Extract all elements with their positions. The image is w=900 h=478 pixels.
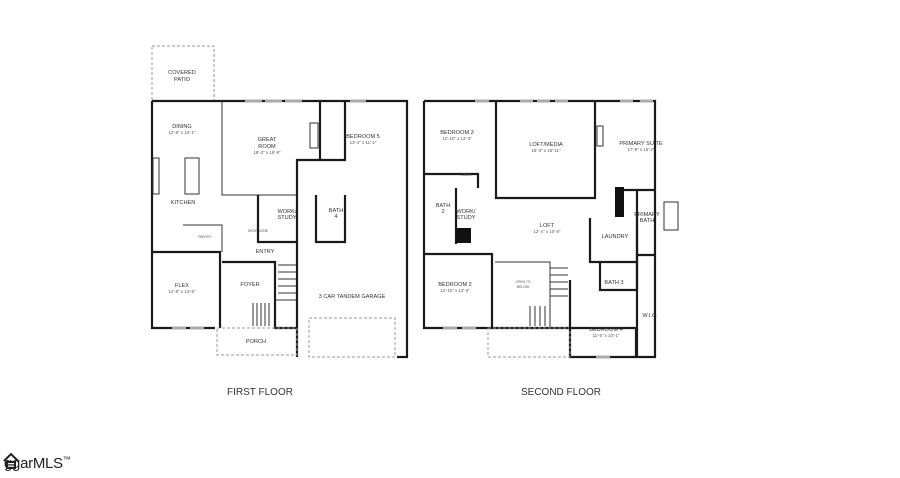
label-kitchen: KITCHEN xyxy=(171,200,196,206)
label-porch: PORCH xyxy=(246,339,266,345)
wall xyxy=(494,101,597,200)
wall xyxy=(222,260,297,330)
label-work-study-2: WORK/ xyxy=(457,209,476,215)
label-foyer: FOYER xyxy=(240,282,259,288)
wall xyxy=(152,99,409,160)
shower xyxy=(663,201,679,231)
laundry-wall xyxy=(588,218,639,264)
dims-bedroom-3: 12'-10" x 12'-3" xyxy=(442,136,472,141)
wall xyxy=(256,195,297,244)
wall xyxy=(221,101,297,196)
label-primary-bath: BATH xyxy=(640,218,655,224)
label-primary-suite: PRIMARY SUITE xyxy=(619,141,663,147)
pantry-wall xyxy=(183,224,223,252)
wall xyxy=(152,250,222,328)
kitchen-island xyxy=(184,157,200,195)
label-work-study-2: STUDY xyxy=(457,215,476,221)
label-entry: ENTRY xyxy=(256,249,275,255)
label-covered-patio: COVERED xyxy=(168,70,196,76)
label-linen: LINEN xyxy=(461,173,472,177)
dims-bedroom-5: 13'-4" x 11'-1" xyxy=(350,140,377,145)
label-garage: 3 CAR TANDEM GARAGE xyxy=(319,294,386,300)
closet-block xyxy=(615,187,624,217)
watermark-logo: ggarMLS™ xyxy=(3,452,71,474)
first-floor-plan xyxy=(150,45,409,359)
dims-loft-media: 18'-3" x 16'-11" xyxy=(531,148,561,153)
label-bedroom-3: BEDROOM 3 xyxy=(440,130,474,136)
first-floor-caption: FIRST FLOOR xyxy=(227,387,293,398)
media-niche xyxy=(596,125,604,147)
label-bath-3: BATH 3 xyxy=(604,280,623,286)
label-laundry: LAUNDRY xyxy=(602,234,629,240)
open-to-below-wall xyxy=(495,261,551,328)
label-open-to-below: OPEN TO xyxy=(515,280,530,284)
label-open-to-below: BELOW xyxy=(517,285,530,289)
watermark-tm: ™ xyxy=(62,454,71,464)
dims-loft: 12'-4" x 10'-6" xyxy=(533,229,560,234)
kitchen-counter xyxy=(152,157,160,195)
fireplace xyxy=(309,122,319,149)
label-drop-zone: DROP ZONE xyxy=(248,229,269,233)
wall xyxy=(424,252,494,328)
label-great-room: GREAT xyxy=(258,137,277,143)
label-pantry: PANTRY xyxy=(198,235,212,239)
garage-door xyxy=(308,317,396,358)
label-bedroom-5: BEDROOM 5 xyxy=(346,134,380,140)
label-wic: W.I.C. xyxy=(642,313,658,319)
label-bath-4: BATH xyxy=(329,208,344,214)
dims-flex: 12'-8" x 13'-5" xyxy=(168,289,195,294)
label-great-room: ROOM xyxy=(258,144,276,150)
label-loft-media: LOFT/MEDIA xyxy=(529,142,563,148)
second-floor-plan xyxy=(422,99,679,359)
dims-bedroom-2: 12'-10" x 13'-3" xyxy=(440,288,470,293)
label-bedroom-2: BEDROOM 2 xyxy=(438,282,472,288)
label-loft: LOFT xyxy=(540,223,555,229)
windows xyxy=(172,99,366,330)
label-work-study: WORK/ xyxy=(278,209,297,215)
label-covered-patio: PATIO xyxy=(174,77,191,83)
house-icon xyxy=(3,452,19,469)
windows xyxy=(443,99,653,359)
label-bath-2: BATH xyxy=(436,203,451,209)
wall xyxy=(424,172,480,188)
label-bedroom-4: BEDROOM 4 xyxy=(589,327,623,333)
label-bath-2: 2 xyxy=(441,209,444,215)
label-flex: FLEX xyxy=(175,283,189,289)
label-bath-4: 4 xyxy=(334,214,337,220)
dims-dining: 12'-8" x 10'-1" xyxy=(168,130,195,135)
label-dining: DINING xyxy=(172,124,192,130)
dims-great-room: 18'-3" x 16'-9" xyxy=(253,150,280,155)
closet-block xyxy=(456,228,471,243)
porch-outline xyxy=(216,327,298,356)
dims-primary-suite: 17'-8" x 15'-2" xyxy=(627,147,654,152)
watermark-text: ggarMLS xyxy=(4,454,63,472)
bedroom4-wall xyxy=(568,280,638,357)
second-floor-caption: SECOND FLOOR xyxy=(521,387,601,398)
label-work-study: STUDY xyxy=(278,215,297,221)
wall xyxy=(314,195,347,244)
dims-bedroom-4: 11'-5" x 10'-1" xyxy=(593,333,620,338)
label-primary-bath: PRIMARY xyxy=(634,212,660,218)
porch-roof-outline xyxy=(487,327,571,358)
stair-treads xyxy=(529,267,568,326)
stair-treads xyxy=(252,264,296,326)
wall xyxy=(397,160,409,359)
